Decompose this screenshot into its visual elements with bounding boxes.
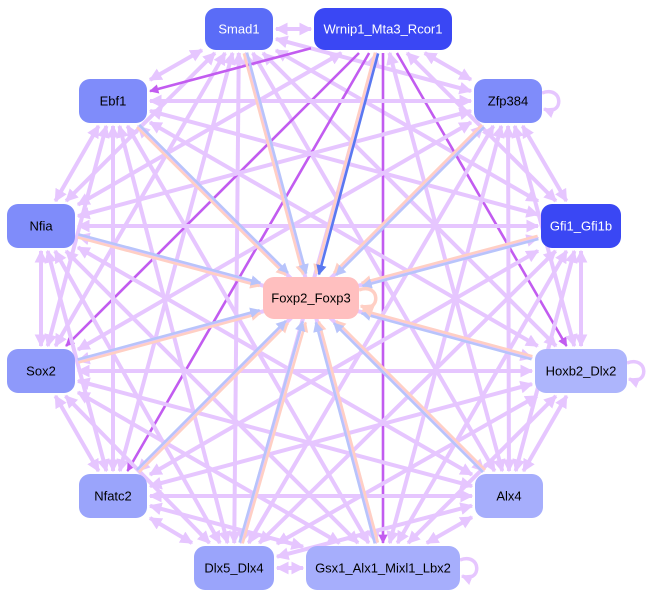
node-box bbox=[194, 546, 274, 590]
edge-gfi1-to-center bbox=[361, 237, 539, 289]
node-dlx5[interactable]: Dlx5_Dlx4 bbox=[194, 546, 274, 590]
node-label: Gsx1_Alx1_Mixl1_Lbx2 bbox=[315, 561, 451, 576]
edge-gsx1-to-center bbox=[316, 320, 380, 543]
node-box bbox=[205, 8, 273, 50]
node-smad1[interactable]: Smad1 bbox=[205, 8, 273, 50]
node-box bbox=[306, 546, 460, 590]
node-label: Sox2 bbox=[26, 364, 56, 379]
node-box bbox=[541, 204, 621, 248]
node-label: Smad1 bbox=[218, 22, 259, 37]
nodes-layer: Smad1 Wrnip1_Mta3_Rcor1 Ebf1 Zfp384 Nfia… bbox=[7, 8, 627, 590]
edge-ebf1-to-center bbox=[136, 126, 287, 277]
node-label: Dlx5_Dlx4 bbox=[204, 561, 263, 576]
node-gsx1[interactable]: Gsx1_Alx1_Mixl1_Lbx2 bbox=[306, 546, 460, 590]
edge-sox2-to-center bbox=[77, 307, 261, 361]
edge-zfp384-to-center bbox=[332, 123, 483, 274]
edge-nfatc2-to-center bbox=[135, 319, 287, 471]
edge-nfia-to-center bbox=[78, 233, 262, 286]
edge-dlx5-to-center bbox=[238, 320, 306, 543]
edge-hoxb2-to-center bbox=[361, 307, 533, 358]
edge-alx4-to-center bbox=[332, 322, 484, 474]
node-box bbox=[7, 204, 75, 248]
node-label: Hoxb2_Dlx2 bbox=[546, 364, 617, 379]
node-zfp384[interactable]: Zfp384 bbox=[474, 79, 542, 123]
edge-nfatc2-dlx5 bbox=[148, 516, 194, 545]
node-label: Foxp2_Foxp3 bbox=[271, 291, 351, 306]
node-nfatc2[interactable]: Nfatc2 bbox=[79, 474, 147, 518]
self-loop-foxp2 bbox=[358, 286, 378, 318]
node-box bbox=[263, 277, 359, 319]
node-sox2[interactable]: Sox2 bbox=[7, 349, 75, 393]
edge-zfp384-to-center bbox=[335, 126, 486, 277]
node-box bbox=[79, 474, 147, 518]
edges-layer bbox=[34, 22, 588, 575]
edge-ebf1-to-center bbox=[138, 123, 289, 274]
self-loop-zfp384 bbox=[541, 89, 561, 118]
node-nfia[interactable]: Nfia bbox=[7, 204, 75, 248]
node-wrnip1[interactable]: Wrnip1_Mta3_Rcor1 bbox=[314, 8, 452, 50]
node-box bbox=[79, 79, 147, 123]
center-edges-layer bbox=[77, 52, 646, 585]
node-alx4[interactable]: Alx4 bbox=[475, 474, 543, 518]
edge-gfi1-to-center bbox=[360, 234, 538, 286]
node-foxp2-foxp3[interactable]: Foxp2_Foxp3 bbox=[263, 277, 359, 319]
edge-smad1-to-center bbox=[245, 52, 309, 275]
edge-hoxb2-to-center bbox=[360, 310, 532, 361]
node-label: Nfatc2 bbox=[94, 489, 132, 504]
node-label: Wrnip1_Mta3_Rcor1 bbox=[324, 22, 443, 37]
self-loop-gsx1 bbox=[459, 556, 479, 585]
edge-smad1-to-center bbox=[242, 53, 306, 276]
edge-wrnip1-to-center bbox=[313, 52, 377, 275]
edge-smad1-dlx5 bbox=[227, 51, 246, 545]
node-box bbox=[314, 8, 452, 50]
node-box bbox=[7, 349, 75, 393]
edge-sox2-to-center bbox=[78, 310, 262, 364]
node-label: Zfp384 bbox=[488, 94, 528, 109]
edge-alx4-to-center bbox=[335, 319, 487, 471]
edge-wrnip1-to-center bbox=[316, 53, 380, 276]
edge-nfatc2-to-center bbox=[138, 322, 290, 474]
edge-gsx1-to-center bbox=[313, 321, 377, 544]
node-ebf1[interactable]: Ebf1 bbox=[79, 79, 147, 123]
node-label: Nfia bbox=[29, 219, 53, 234]
node-box bbox=[474, 79, 542, 123]
node-label: Alx4 bbox=[496, 489, 521, 504]
node-box bbox=[475, 474, 543, 518]
edge-nfia-to-center bbox=[77, 236, 261, 289]
node-box bbox=[535, 349, 627, 393]
edge-dlx5-to-center bbox=[241, 321, 309, 544]
node-hoxb2[interactable]: Hoxb2_Dlx2 bbox=[535, 349, 627, 393]
node-gfi1[interactable]: Gfi1_Gfi1b bbox=[541, 204, 621, 248]
self-loop-hoxb2 bbox=[626, 359, 646, 388]
edge-alx4-gsx1 bbox=[425, 515, 474, 545]
node-label: Gfi1_Gfi1b bbox=[550, 219, 612, 234]
node-label: Ebf1 bbox=[100, 94, 127, 109]
